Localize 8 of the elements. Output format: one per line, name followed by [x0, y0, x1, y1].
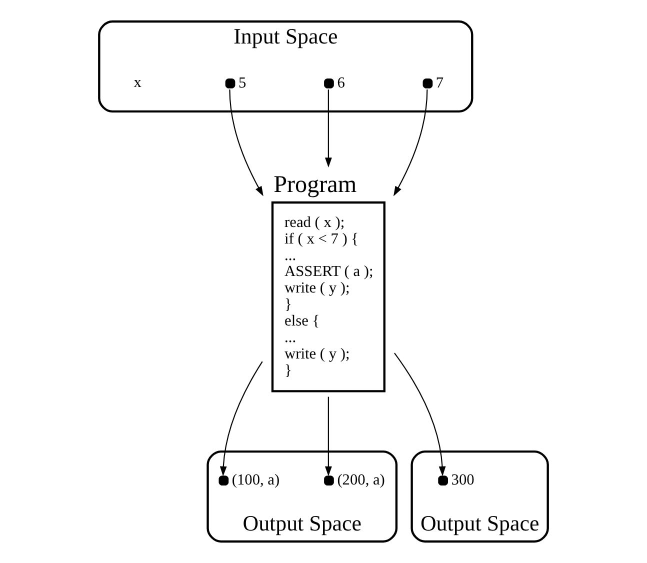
node-label: 7 — [436, 74, 444, 92]
node-label: 6 — [337, 74, 345, 92]
node-label: Program — [274, 171, 357, 198]
node-label: (100, a) — [232, 472, 280, 489]
node-text: x — [134, 74, 142, 91]
node-label: (200, a) — [337, 472, 385, 489]
node-label: 5 — [238, 74, 246, 92]
node-label: 300 — [451, 472, 474, 489]
